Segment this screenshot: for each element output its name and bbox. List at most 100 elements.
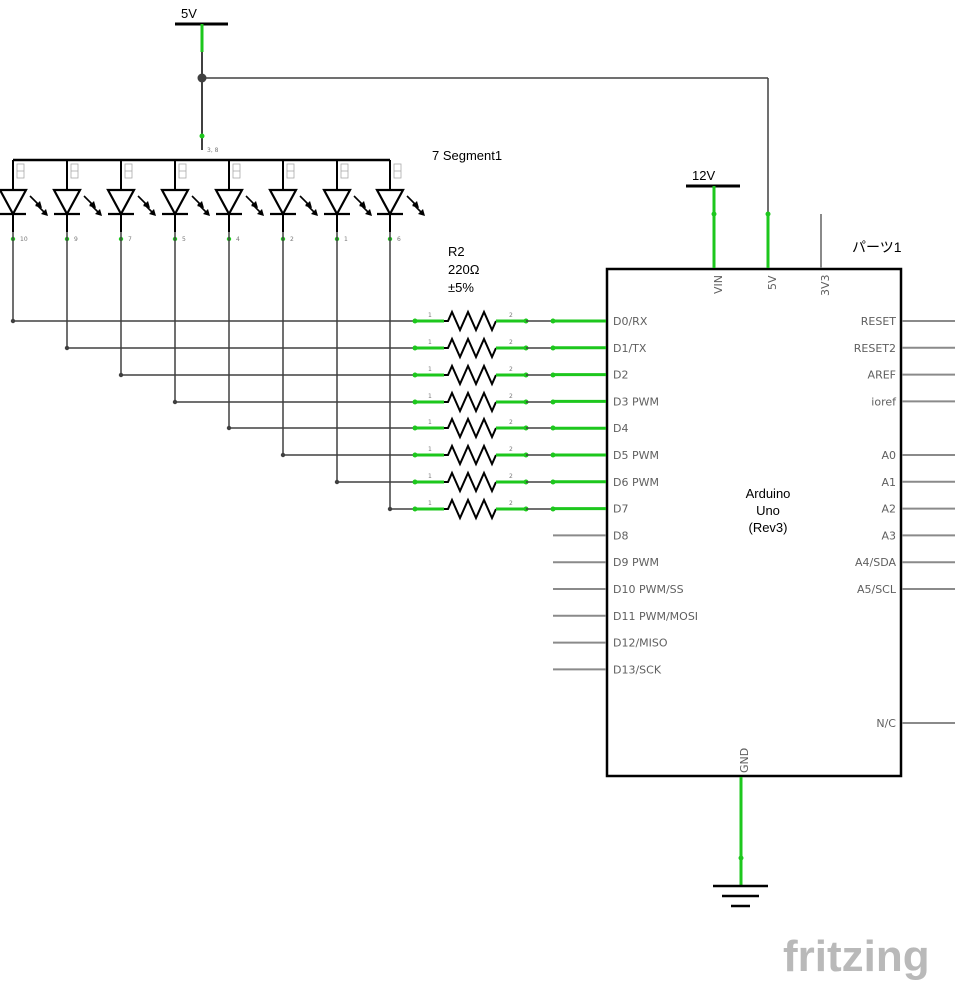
arduino-part-label: パーツ1 xyxy=(852,239,902,255)
arduino-model: Uno xyxy=(756,503,780,518)
led-pin-number: 4 xyxy=(236,236,240,243)
arduino-body xyxy=(605,267,903,778)
resistor-pin-1: 1 xyxy=(428,393,432,400)
resistor-pin-2: 2 xyxy=(509,312,513,319)
arduino-right-pin-label: RESET2 xyxy=(854,342,896,355)
resistor-ref: R2 xyxy=(448,244,465,259)
resistor-pin-2: 2 xyxy=(509,339,513,346)
arduino-right-pin-label: A5/SCL xyxy=(857,583,897,596)
arduino-right-pin: A5/SCL xyxy=(857,583,955,596)
arduino-left-pin: D7 xyxy=(553,503,628,516)
arduino-left-pin-label: D4 xyxy=(613,422,628,435)
arduino-right-pin: ioref xyxy=(871,395,955,408)
arduino-left-pin-label: D9 PWM xyxy=(613,556,659,569)
arduino-left-pin-label: D0/RX xyxy=(613,315,648,328)
resistor-pin-2: 2 xyxy=(509,446,513,453)
arduino-left-pin-label: D11 PWM/MOSI xyxy=(613,610,698,623)
power-5v-label: 5V xyxy=(181,6,197,21)
arduino-right-pin-label: A2 xyxy=(881,503,896,516)
resistor-pin-1: 1 xyxy=(428,446,432,453)
arduino-left-pin: D2 xyxy=(553,369,628,382)
segment-led: 7 xyxy=(106,160,156,375)
pin-3v3-label: 3V3 xyxy=(819,274,832,296)
arduino-left-pin-label: D8 xyxy=(613,529,628,542)
resistor-zigzag xyxy=(444,336,497,360)
segment-led: 1 xyxy=(322,160,372,482)
arduino-left-pin: D11 PWM/MOSI xyxy=(553,610,698,623)
arduino-title: Arduino xyxy=(746,486,791,501)
arduino-left-pin: D1/TX xyxy=(553,342,647,355)
resistor-pin-1: 1 xyxy=(428,500,432,507)
arduino-left-pin-label: D10 PWM/SS xyxy=(613,583,684,596)
led-pin-number: 10 xyxy=(20,236,28,243)
arduino-left-pin-label: D6 PWM xyxy=(613,476,659,489)
arduino-right-pin: AREF xyxy=(868,369,955,382)
fritzing-watermark: fritzing xyxy=(783,932,930,981)
arduino-left-pin: D8 xyxy=(553,529,628,542)
led-pin-number: 1 xyxy=(344,236,348,243)
resistor-pin-2: 2 xyxy=(509,393,513,400)
arduino-right-pin: A0 xyxy=(881,449,955,462)
common-pin-label: 3, 8 xyxy=(207,147,219,154)
ground-symbol xyxy=(713,884,768,908)
resistor-pin-2: 2 xyxy=(509,366,513,373)
resistor-zigzag xyxy=(444,390,497,414)
arduino-right-pin: A4/SDA xyxy=(855,556,955,569)
resistor-pin-1: 1 xyxy=(428,473,432,480)
resistor-pin-1: 1 xyxy=(428,339,432,346)
arduino-left-pin-label: D2 xyxy=(613,369,628,382)
resistor-zigzag xyxy=(444,363,497,387)
arduino-right-pin: RESET xyxy=(861,315,955,328)
segment-led: 6 xyxy=(375,160,425,509)
segment-led: 5 xyxy=(160,160,210,402)
arduino-right-pin-label: A1 xyxy=(881,476,896,489)
arduino-left-pin: D3 PWM xyxy=(553,395,659,408)
arduino-left-pin-label: D13/SCK xyxy=(613,663,662,676)
arduino-left-pin: D5 PWM xyxy=(553,449,659,462)
arduino-revision: (Rev3) xyxy=(748,520,787,535)
arduino-right-pin-label: RESET xyxy=(861,315,897,328)
pin-gnd-label: GND xyxy=(738,748,751,773)
segment-led: 4 xyxy=(214,160,264,428)
led-pin-number: 6 xyxy=(397,236,401,243)
resistor-pin-2: 2 xyxy=(509,500,513,507)
arduino-right-pin-label: N/C xyxy=(876,717,896,730)
segment-led: 2 xyxy=(268,160,318,455)
resistor-zigzag xyxy=(444,416,497,440)
arduino-right-pin: RESET2 xyxy=(854,342,955,355)
arduino-left-pin-label: D1/TX xyxy=(613,342,647,355)
resistor-label: R2 220Ω ±5% xyxy=(448,244,480,295)
resistor-zigzag xyxy=(444,470,497,494)
seven-segment-display: 7 Segment1 10 9 7 5 4 2 1 6 xyxy=(0,148,502,509)
arduino-right-pin-label: A4/SDA xyxy=(855,556,896,569)
resistor-pin-1: 1 xyxy=(428,419,432,426)
resistor-zigzag xyxy=(444,497,497,521)
seven-segment-title: 7 Segment1 xyxy=(432,148,502,163)
resistor-pin-2: 2 xyxy=(509,419,513,426)
segment-led: 9 xyxy=(52,160,102,348)
power-12v-symbol: 12V xyxy=(686,168,740,188)
resistor-tolerance: ±5% xyxy=(448,280,474,295)
arduino-left-pin-label: D12/MISO xyxy=(613,637,668,650)
led-pin-number: 7 xyxy=(128,236,132,243)
segment-led: 10 xyxy=(0,160,48,321)
resistor-zigzag xyxy=(444,309,497,333)
led-pin-number: 5 xyxy=(182,236,186,243)
arduino-right-pin: A2 xyxy=(881,503,955,516)
resistor-pin-1: 1 xyxy=(428,366,432,373)
resistor-zigzag xyxy=(444,443,497,467)
arduino-left-pin: D0/RX xyxy=(553,315,648,328)
arduino-right-pin-label: A3 xyxy=(881,529,896,542)
arduino-left-pin-label: D7 xyxy=(613,503,628,516)
pin-vin-label: VIN xyxy=(712,275,725,294)
arduino-left-pin-label: D3 PWM xyxy=(613,395,659,408)
power-12v-label: 12V xyxy=(692,168,715,183)
arduino-left-pin: D9 PWM xyxy=(553,556,659,569)
